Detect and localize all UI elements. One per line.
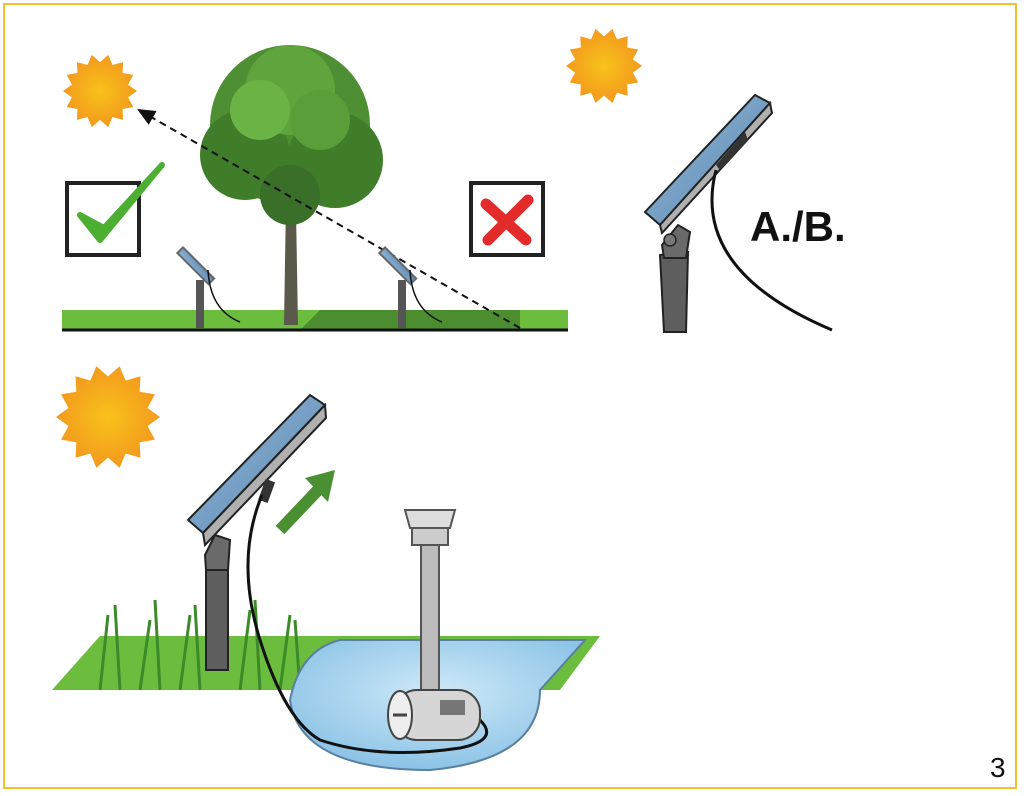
sun-icon (56, 366, 160, 468)
pond-scene (52, 393, 600, 772)
arrow-up-right-icon (275, 470, 335, 535)
checkbox-correct (65, 162, 165, 257)
cross-icon (480, 194, 534, 246)
sunlight-path-arrow (137, 109, 521, 329)
tree-icon (200, 45, 383, 325)
page-frame (3, 3, 1017, 789)
pond-pump-icon (387, 509, 481, 741)
panel-label: A./B. (750, 203, 846, 250)
solar-panel-detail (643, 93, 833, 333)
checkmark-icon (77, 162, 165, 243)
page-number: 3 (990, 752, 1006, 783)
solar-panel-icon (377, 245, 443, 328)
sun-icon (566, 29, 642, 103)
solar-panel-icon (175, 245, 241, 328)
placement-scene (62, 45, 568, 332)
sun-icon (63, 54, 137, 128)
tree-shadow (300, 310, 520, 330)
checkbox-wrong (469, 181, 545, 257)
grass-tuft (98, 599, 302, 691)
